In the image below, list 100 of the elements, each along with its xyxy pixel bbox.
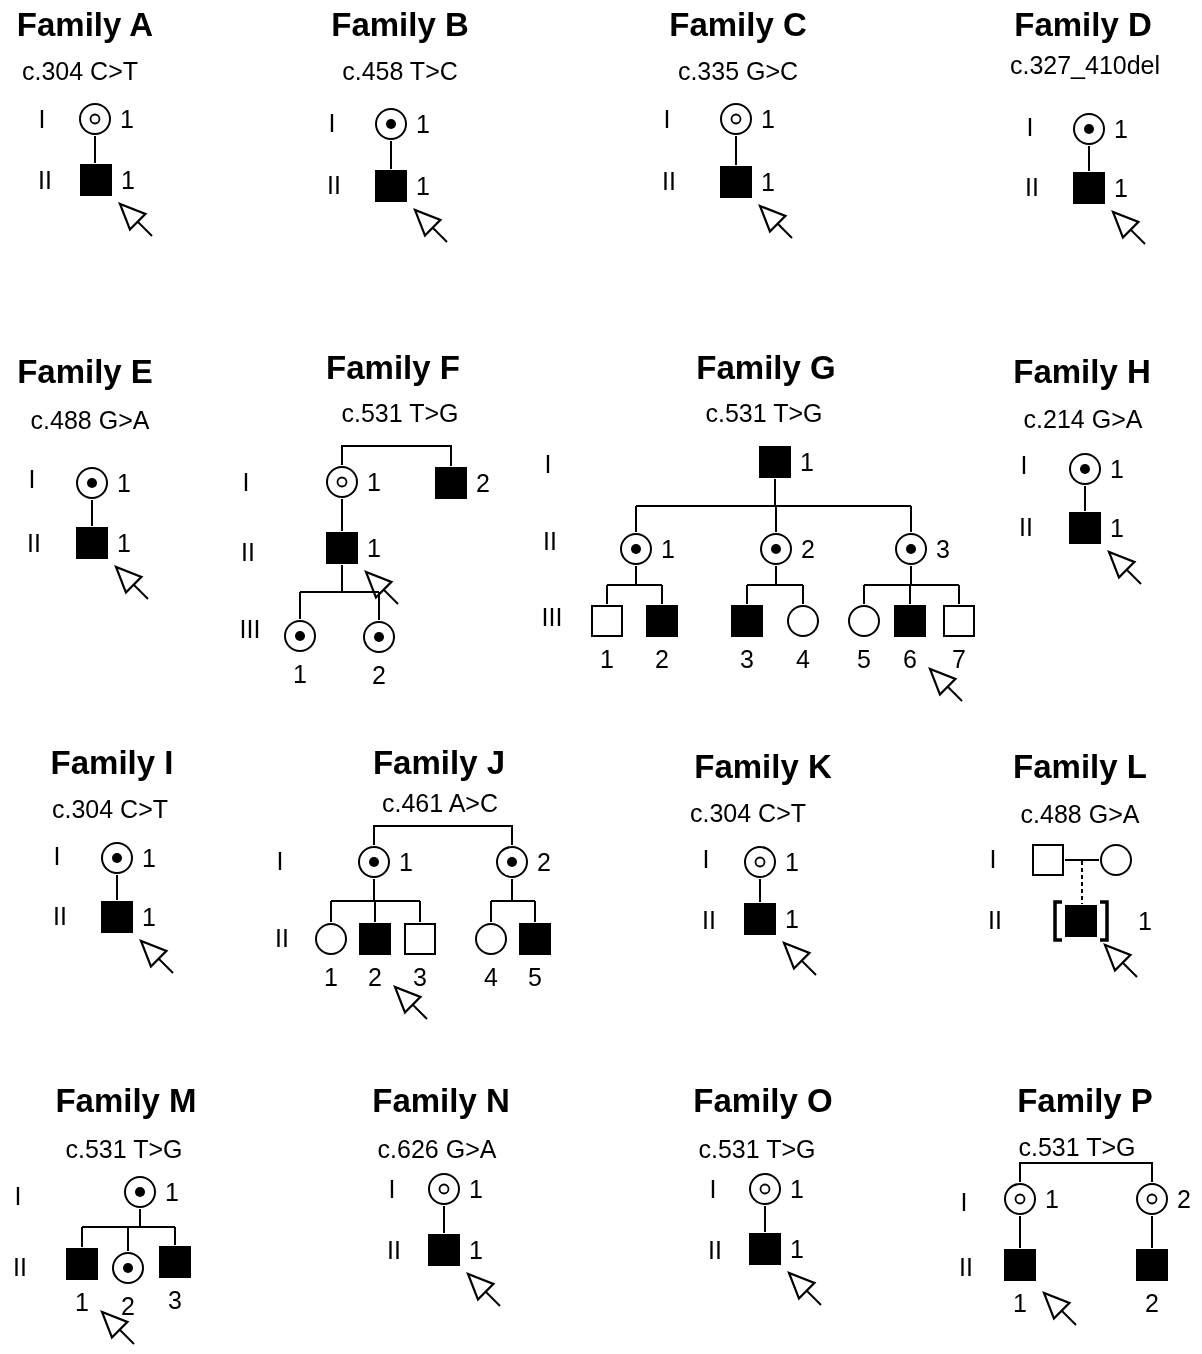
individual-number: 3 [168, 1285, 182, 1315]
proband-arrow [1042, 1291, 1077, 1326]
sibship-line [373, 825, 513, 846]
variant-label: c.304 C>T [22, 58, 138, 86]
individual-number: 1 [75, 1287, 89, 1317]
family-title: Family C [669, 6, 807, 44]
individual-number: 1 [1045, 1184, 1059, 1214]
individual-number: 1 [142, 902, 156, 932]
pedigree-line [116, 874, 118, 901]
generation-label: II [241, 539, 255, 567]
proband-arrow [139, 939, 174, 974]
individual-number: 1 [121, 165, 135, 195]
individual-number: 1 [469, 1235, 483, 1265]
variant-label: c.531 T>G [1018, 1134, 1136, 1162]
marriage-line [1064, 859, 1100, 861]
pedigree-line [1081, 860, 1083, 905]
individual-number: 7 [952, 644, 966, 674]
individual-number: 1 [761, 104, 775, 134]
individual-number: 6 [903, 644, 917, 674]
family-title: Family N [372, 1082, 510, 1120]
individual-number: 2 [1145, 1288, 1159, 1318]
proband-arrow [100, 1310, 135, 1345]
family-title: Family F [326, 349, 460, 387]
individual-number: 1 [1013, 1288, 1027, 1318]
variant-label: c.531 T>G [341, 400, 459, 428]
variant-label: c.304 C>T [52, 796, 168, 824]
generation-label: II [13, 1254, 27, 1282]
variant-label: c.214 G>A [1023, 406, 1143, 434]
proband-arrow [782, 941, 817, 976]
generation-label: II [27, 530, 41, 558]
variant-label: c.626 G>A [377, 1136, 497, 1164]
individual-number: 5 [857, 644, 871, 674]
family-title: Family H [1013, 353, 1151, 391]
proband-arrow [928, 667, 963, 702]
individual-number: 1 [416, 171, 430, 201]
generation-label: I [38, 106, 46, 134]
individual-number: 2 [476, 468, 490, 498]
pedigree-line [735, 135, 737, 166]
pedigree-line [635, 478, 912, 533]
pedigree-line [1088, 145, 1090, 172]
individual-number: 1 [416, 109, 430, 139]
generation-label: II [1025, 174, 1039, 202]
family-title: Family P [1017, 1082, 1153, 1120]
individual-number: 3 [740, 644, 754, 674]
individual-number: 1 [1138, 906, 1152, 936]
generation-label: I [28, 466, 36, 494]
family-title: Family G [696, 349, 836, 387]
individual-number: 1 [800, 447, 814, 477]
individual-number: 1 [1114, 173, 1128, 203]
proband-arrow [118, 202, 153, 237]
individual-number: 2 [368, 962, 382, 992]
generation-label: I [1026, 114, 1034, 142]
individual-number: 2 [655, 644, 669, 674]
pedigree-line [606, 565, 663, 605]
generation-label: I [544, 451, 552, 479]
pedigree-line [764, 1205, 766, 1233]
variant-label: c.531 T>G [65, 1136, 183, 1164]
individual-number: 4 [796, 644, 810, 674]
pedigree-line [390, 140, 392, 170]
proband-arrow [413, 208, 448, 243]
individual-number: 1 [367, 533, 381, 563]
sibship-line [1019, 1162, 1153, 1183]
individual-number: 1 [600, 644, 614, 674]
pedigree-line [490, 878, 536, 923]
family-title: Family K [694, 748, 832, 786]
family-title: Family B [331, 6, 469, 44]
pedigree-line [746, 565, 804, 605]
individual-number: 1 [324, 962, 338, 992]
pedigree-line [94, 135, 96, 164]
generation-label: III [541, 604, 563, 632]
individual-number: 3 [413, 962, 427, 992]
pedigree-line [341, 498, 343, 532]
individual-number: 2 [537, 847, 551, 877]
variant-label: c.488 G>A [30, 407, 150, 435]
proband-arrow [1103, 943, 1138, 978]
individual-number: 1 [1110, 454, 1124, 484]
generation-label: I [242, 469, 250, 497]
pedigree-line [91, 499, 93, 527]
variant-label: c.488 G>A [1020, 801, 1140, 829]
individual-number: 5 [528, 962, 542, 992]
generation-label: III [239, 616, 261, 644]
generation-label: II [702, 907, 716, 935]
individual-number: 1 [293, 659, 307, 689]
generation-label: II [38, 167, 52, 195]
generation-label: II [275, 925, 289, 953]
individual-number: 2 [121, 1291, 135, 1321]
proband-arrow [466, 1272, 501, 1307]
sibship-line [341, 445, 452, 467]
family-title: Family J [372, 744, 506, 782]
family-title: Family D [1014, 6, 1152, 44]
proband-arrow [393, 985, 428, 1020]
proband-arrow [1111, 210, 1146, 245]
individual-number: 1 [367, 467, 381, 497]
proband-arrow [787, 1271, 822, 1306]
individual-number: 1 [117, 528, 131, 558]
variant-label: c.461 A>C [381, 790, 499, 818]
generation-label: II [1019, 514, 1033, 542]
individual-number: 1 [785, 847, 799, 877]
generation-label: I [53, 843, 61, 871]
individual-number: 1 [117, 468, 131, 498]
